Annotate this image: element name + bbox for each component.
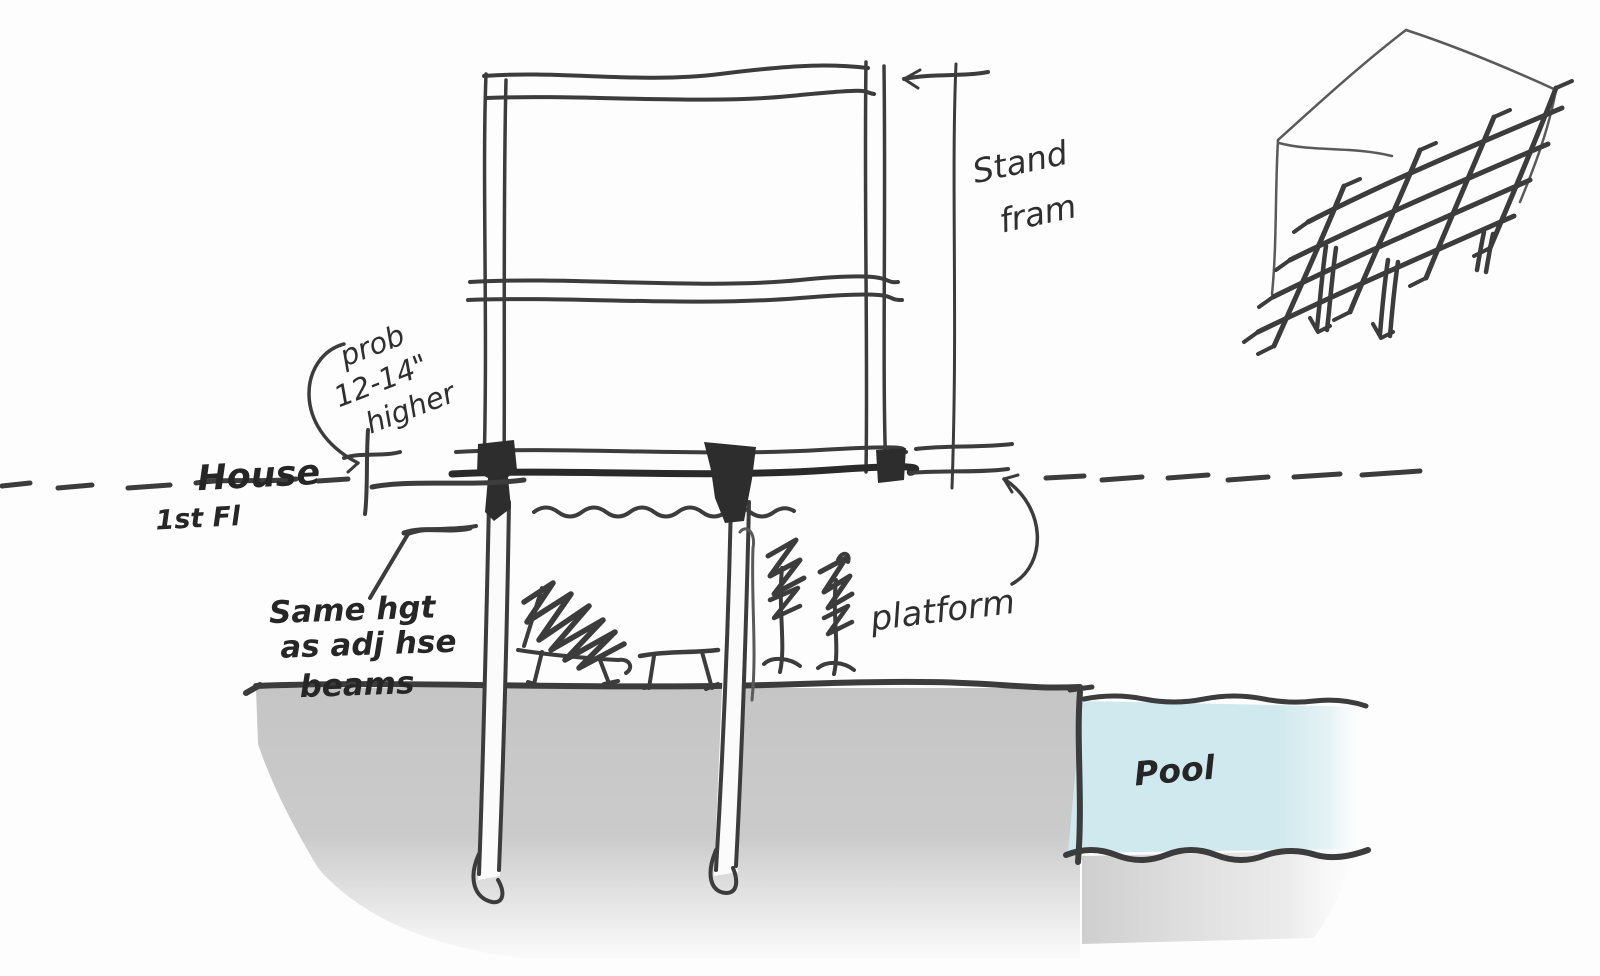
platform-beam xyxy=(454,445,908,455)
foundation-posts xyxy=(471,500,756,905)
label-beam-note: Same hgt as adj hse beams xyxy=(268,589,457,705)
joist-squiggle xyxy=(532,505,796,519)
stand-frame-text-line2: fram xyxy=(996,186,1080,240)
dimension-left xyxy=(307,342,402,516)
stand-frame-text-line1: Stand xyxy=(969,133,1072,191)
joint-blob-center xyxy=(704,442,756,523)
pool-edge-bottom xyxy=(1063,847,1371,863)
height-note-leader xyxy=(307,342,360,465)
ground-fill xyxy=(256,688,1356,958)
dimension-right xyxy=(902,62,1040,586)
pool-edge-top xyxy=(1081,693,1369,709)
beam-note-line1: Same hgt xyxy=(268,589,437,631)
beam-note-line3: beams xyxy=(299,665,415,705)
post-foot-right xyxy=(708,848,739,895)
label-height-note: prob 12-14" higher xyxy=(329,318,462,441)
low-table xyxy=(637,647,721,691)
post-foot-left xyxy=(471,852,505,905)
potted-plant-2 xyxy=(816,551,856,676)
back-post-line xyxy=(750,546,756,702)
joint-blob-right xyxy=(876,448,906,483)
pool xyxy=(1063,684,1371,865)
beam-note-line2: as adj hse xyxy=(280,624,457,666)
label-pool: Pool xyxy=(1133,748,1218,794)
mid-beam xyxy=(468,274,900,286)
label-platform: platform xyxy=(867,582,1017,640)
pool-edge-left xyxy=(1075,689,1083,865)
house-level-line1: House xyxy=(196,453,321,499)
lounge-chair xyxy=(516,580,633,688)
isometric-frame-detail xyxy=(1242,28,1574,356)
column-left xyxy=(482,72,488,472)
beam-note-leader xyxy=(368,524,478,600)
house-level-line2: 1st Fl xyxy=(155,501,242,536)
label-house-level: House 1st Fl xyxy=(155,453,321,537)
stand-frame-elevation xyxy=(448,60,920,523)
potted-plant-1 xyxy=(762,537,807,674)
platform-leader xyxy=(1002,477,1040,586)
pool-water-fill xyxy=(1068,701,1366,853)
label-stand-frame: Stand fram xyxy=(969,133,1080,241)
column-right xyxy=(863,60,869,474)
ground-line xyxy=(243,678,1083,696)
top-beam xyxy=(482,63,870,80)
